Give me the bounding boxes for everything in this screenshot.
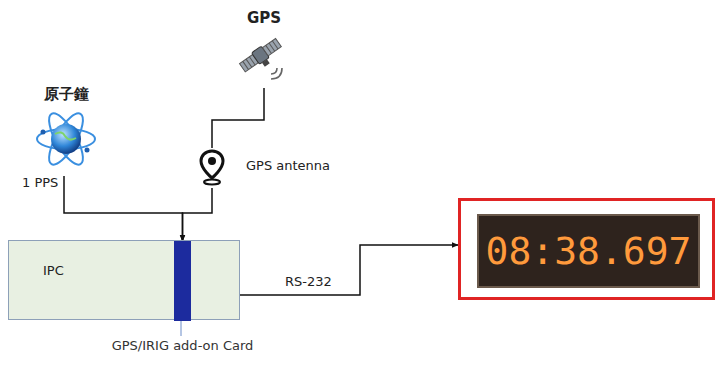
satellite-icon — [235, 32, 293, 88]
gps-antenna-node: GPS antenna — [198, 148, 348, 188]
icon-holder — [235, 32, 293, 92]
ipc-label: IPC — [43, 263, 64, 278]
card-label: GPS/IRIG add-on Card — [112, 338, 254, 353]
connector-line — [64, 176, 183, 241]
card-leader-line — [181, 321, 182, 336]
icon-holder — [35, 110, 97, 172]
antenna-pin-icon — [198, 148, 226, 188]
ipc-box: GPS/IRIG add-on Card IPC — [8, 240, 240, 320]
atom-icon — [35, 110, 97, 168]
led-panel: 08:38.697 — [477, 214, 700, 288]
gps-satellite-node: GPS — [232, 8, 296, 88]
icon-holder — [198, 148, 226, 192]
connector-line — [212, 88, 264, 148]
clock-label: 原子鐘 — [28, 84, 104, 104]
connector-line — [183, 188, 213, 241]
edge-label: RS-232 — [283, 274, 334, 289]
led-display-box: 08:38.697 — [458, 198, 715, 300]
add-on-card: GPS/IRIG add-on Card — [174, 241, 191, 321]
antenna-label: GPS antenna — [246, 158, 330, 173]
gps-label: GPS — [232, 8, 296, 28]
connector-line — [240, 245, 458, 295]
led-digits: 08:38.697 — [486, 229, 692, 273]
edge-label: 1 PPS — [20, 175, 60, 190]
atomic-clock-node: 原子鐘 — [28, 84, 104, 176]
